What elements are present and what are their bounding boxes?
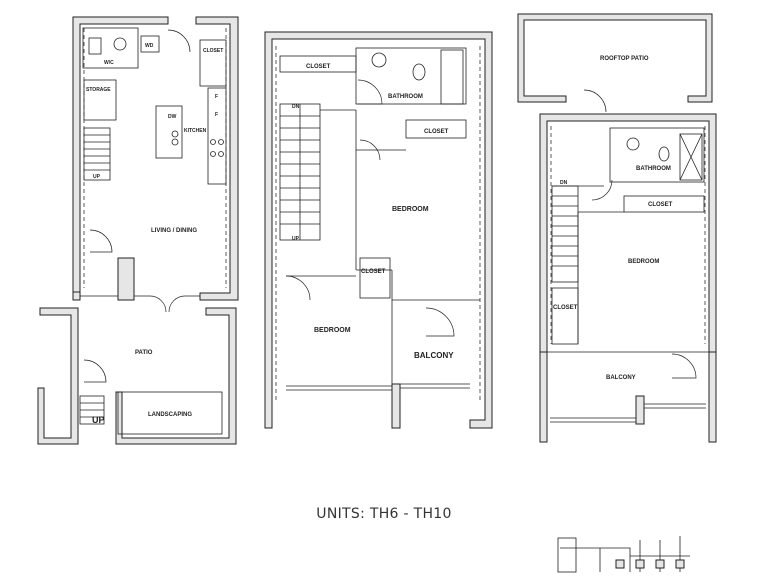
kitchen-counter [207,87,227,185]
storage-room [83,79,117,121]
bathtub [440,49,464,105]
floor-3-balcony-post [635,395,645,425]
label-stairs-dn-2: DN [292,104,300,110]
patio-door-swing [149,295,186,313]
bedroom-door-swing [285,139,381,301]
floor-3-bath-door-swing [591,179,613,201]
label-bathroom-3: BATHROOM [636,166,671,172]
floor-3-balcony-walls [539,351,717,443]
bath-toilet-icon [412,63,426,81]
floor-3-bathroom [609,127,705,183]
label-rooftop-patio: ROOFTOP PATIO [600,56,649,62]
floor-3-toilet-icon [658,146,670,162]
label-wic: W/C [104,60,114,66]
label-f1: F [215,94,218,100]
floor-3-shower [679,133,703,181]
floor-3-sink-icon [626,137,640,151]
floor-2-labels: CLOSET BATHROOM CLOSET DN UP BEDROOM CLO… [292,64,454,360]
floor-1-labels: W/C WD CLOSET STORAGE DW KITCHEN F F UP … [86,43,223,425]
label-stairs-up-2: UP [292,236,300,242]
patio-steps [79,395,105,425]
floor-2-bottom-stubs [391,383,401,429]
floor-3-labels: ROOFTOP PATIO BATHROOM CLOSET DN BEDROOM… [553,56,673,381]
floor-3-top-closet [623,195,705,213]
floor-3-interior-walls [552,185,624,344]
label-bedroom-main: BEDROOM [392,206,429,213]
label-closet-small: CLOSET [361,269,386,275]
sink-icon [88,37,102,55]
floor-3-walls [539,113,717,353]
floor-3-balcony-rail [550,403,706,423]
floor-3-side-closet [551,287,579,345]
balcony-rail [286,383,470,391]
label-closet-mid: CLOSET [424,129,449,135]
small-closet [359,257,391,299]
label-closet-top: CLOSET [306,64,331,70]
floor-3-plan [517,13,717,443]
label-patio-up: UP [92,415,105,425]
floor-1-plan [37,16,239,445]
label-dw: DW [168,114,177,120]
rooftop-patio-walls [517,13,713,103]
floor-3-stairs [551,185,579,283]
patio-walls [37,307,237,445]
floor-2-interior-walls [286,109,480,384]
floor-2-dashed-outline [275,46,481,400]
closet-door-swing [167,29,191,53]
closet-box [199,39,227,87]
stove-icon [210,139,224,157]
balcony-door-swing [425,307,455,337]
front-door-swing [89,229,113,253]
island-sink-icon-2 [171,138,179,146]
key-plan-thumbnail [557,536,690,573]
floor-3-balcony-door-swing [671,353,697,379]
label-stairs-dn-3: DN [560,180,568,186]
floor-1-dashed-outline [83,28,227,288]
floor-1-walls [72,16,239,301]
label-storage: STORAGE [86,87,111,93]
island-sink-icon [171,130,179,138]
wd-box [140,35,160,53]
label-f2: F [215,112,218,118]
units-caption: UNITS: TH6 - TH10 [316,506,452,522]
mid-closet [405,119,467,139]
label-living-dining: LIVING / DINING [151,228,197,234]
patio-gate-swing [83,359,107,383]
floor-2-plan [264,31,493,429]
label-balcony-3: BALCONY [606,375,636,381]
label-wd: WD [145,43,154,49]
floor-3-dashed-outline [550,126,706,344]
floor-1-stairs [83,127,111,181]
floor-1-wall-stub [117,257,135,301]
wc-room [82,27,139,69]
kitchen-island [155,105,183,159]
label-closet: CLOSET [203,48,223,54]
rooftop-door-swing [583,89,607,113]
toilet-icon [113,37,127,51]
landscaping-bed [117,391,223,435]
label-patio: PATIO [135,350,153,356]
label-bathroom: BATHROOM [388,94,423,100]
bathroom-door-swing [357,79,383,105]
label-closet-side-3: CLOSET [553,305,578,311]
bathroom-room [355,47,467,105]
label-kitchen: KITCHEN [184,128,207,134]
floor-2-walls [264,31,493,429]
label-closet-top-3: CLOSET [648,202,673,208]
shower-cross [679,133,703,181]
label-bedroom-lower: BEDROOM [314,327,351,334]
label-bedroom-3: BEDROOM [628,259,659,265]
label-balcony-2: BALCONY [414,351,454,360]
label-stairs-up-1: UP [93,174,101,180]
floor-2-stairs [279,103,321,241]
bath-sink-icon [371,52,387,68]
label-landscaping: LANDSCAPING [148,412,192,418]
